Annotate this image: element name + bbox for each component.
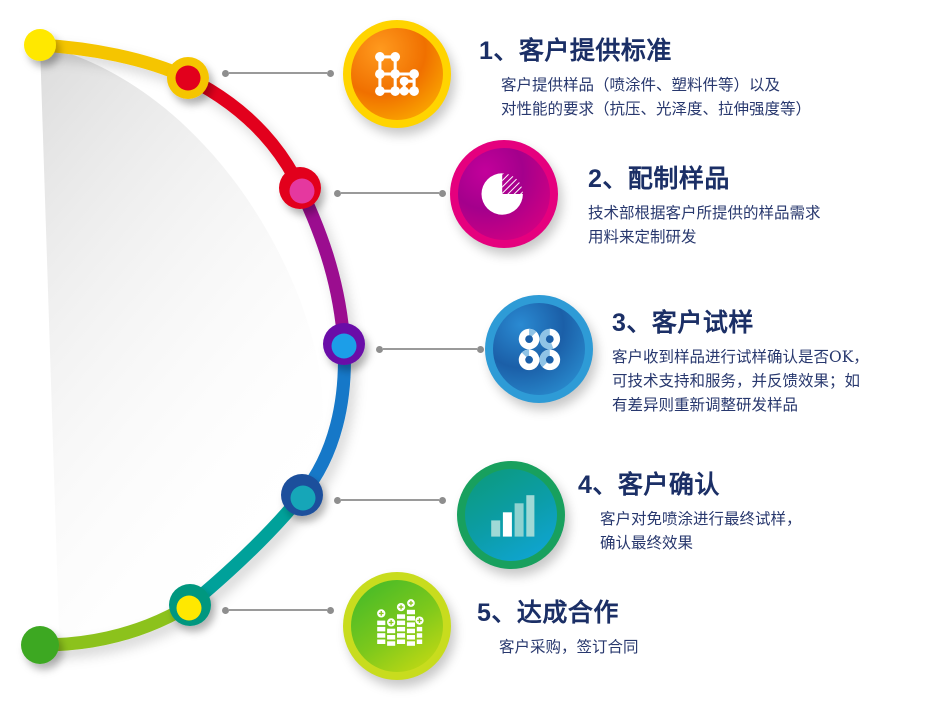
step-title-text-1: 客户提供标准 <box>518 37 672 65</box>
step-text-3: 3、客户试样 客户收到样品进行试样确认是否OK， 可技术支持和服务，并反馈效果；… <box>612 309 869 417</box>
four-donuts-icon <box>518 328 561 371</box>
connector-2 <box>334 188 446 198</box>
connector-line <box>229 72 327 74</box>
equalizer-plus-icon <box>377 599 424 646</box>
step-number-2: 2、 <box>588 165 628 193</box>
donut-top-left <box>518 328 540 350</box>
arc-segments <box>33 38 351 652</box>
step-title-4: 4、客户确认 <box>578 471 802 500</box>
arc-start-dot <box>24 29 56 61</box>
arc-segment-teal <box>183 488 309 612</box>
connector-cap-left <box>334 496 341 504</box>
bar-2 <box>502 512 512 537</box>
step-text-1: 1、客户提供标准 客户提供样品（喷涂件、塑料件等）以及 对性能的要求（抗压、光泽… <box>479 37 812 121</box>
arc-segment-blue <box>295 337 351 502</box>
arc-node-4 <box>281 474 323 516</box>
step-desc-1: 客户提供样品（喷涂件、塑料件等）以及 对性能的要求（抗压、光泽度、拉伸强度等） <box>501 75 812 118</box>
connector-cap-left <box>222 69 229 77</box>
step-desc-4: 客户对免喷涂进行最终试样， 确认最终效果 <box>600 509 802 552</box>
step-number-4: 4、 <box>578 471 618 499</box>
connector-cap-right <box>327 606 334 614</box>
step-desc-5: 客户采购，签订合同 <box>499 637 639 656</box>
arc-end-dot <box>21 626 59 664</box>
step-number-1: 1、 <box>479 37 519 65</box>
connector-cap-right <box>477 345 484 353</box>
donut-bottom-left <box>518 349 540 371</box>
bar-3 <box>514 503 524 537</box>
arc-segment-red <box>181 71 307 195</box>
step-title-text-5: 达成合作 <box>516 599 619 627</box>
step-icon-circle-3[interactable] <box>485 295 593 403</box>
connector-cap-left <box>222 606 229 614</box>
arc-node-5 <box>169 584 211 626</box>
connector-5 <box>222 605 334 615</box>
connector-line <box>229 609 327 611</box>
step-icon-circle-5[interactable] <box>343 572 451 680</box>
connector-cap-right <box>439 496 446 504</box>
step-title-1: 1、客户提供标准 <box>479 37 811 66</box>
pie-slice-hatched <box>502 173 523 194</box>
connector-3 <box>376 344 484 354</box>
arc-node-3 <box>323 323 365 365</box>
step-title-text-4: 客户确认 <box>617 471 720 499</box>
connector-line <box>383 348 477 350</box>
arc-segment-yellow <box>33 38 195 85</box>
step-title-3: 3、客户试样 <box>612 309 869 338</box>
step-title-text-2: 配制样品 <box>627 165 730 193</box>
step-title-text-3: 客户试样 <box>651 309 754 337</box>
arc-node-1 <box>167 57 209 99</box>
connector-line <box>341 192 439 194</box>
step-text-4: 4、客户确认 客户对免喷涂进行最终试样， 确认最终效果 <box>578 471 802 555</box>
donut-bottom-right <box>539 349 561 371</box>
connector-4 <box>334 495 446 505</box>
eq-plus-markers <box>377 599 424 627</box>
connector-cap-right <box>439 189 446 197</box>
step-text-2: 2、配制样品 技术部根据客户所提供的样品需求 用料来定制研发 <box>588 165 821 249</box>
connector-cap-left <box>334 189 341 197</box>
pie-chart-icon <box>481 173 523 215</box>
arc-node-2 <box>279 167 321 209</box>
connector-line <box>341 499 439 501</box>
step-number-3: 3、 <box>612 309 652 337</box>
step-text-5: 5、达成合作 客户采购，签订合同 <box>477 599 639 659</box>
step-number-5: 5、 <box>477 599 517 627</box>
step-icon-circle-1[interactable] <box>343 20 451 128</box>
arc-segment-purple <box>293 181 351 351</box>
step-title-5: 5、达成合作 <box>477 599 639 628</box>
step-icon-circle-4[interactable] <box>457 461 565 569</box>
molecule-grid-icon <box>375 52 419 96</box>
bar-1 <box>491 520 501 537</box>
arc-inner-shadow <box>40 45 323 660</box>
connector-1 <box>222 68 334 78</box>
step-title-2: 2、配制样品 <box>588 165 821 194</box>
step-desc-3: 客户收到样品进行试样确认是否OK， 可技术支持和服务，并反馈效果；如 有差异则重… <box>612 347 869 414</box>
pie-slice-solid <box>481 173 523 215</box>
step-icon-circle-2[interactable] <box>450 140 558 248</box>
eq-blocks <box>377 609 423 646</box>
connector-cap-right <box>327 69 334 77</box>
arc-segment-green <box>35 598 197 652</box>
connector-cap-left <box>376 345 383 353</box>
bar-chart-icon <box>491 495 535 537</box>
bar-4 <box>526 495 535 537</box>
step-desc-2: 技术部根据客户所提供的样品需求 用料来定制研发 <box>588 203 821 246</box>
donut-top-right <box>539 328 561 350</box>
